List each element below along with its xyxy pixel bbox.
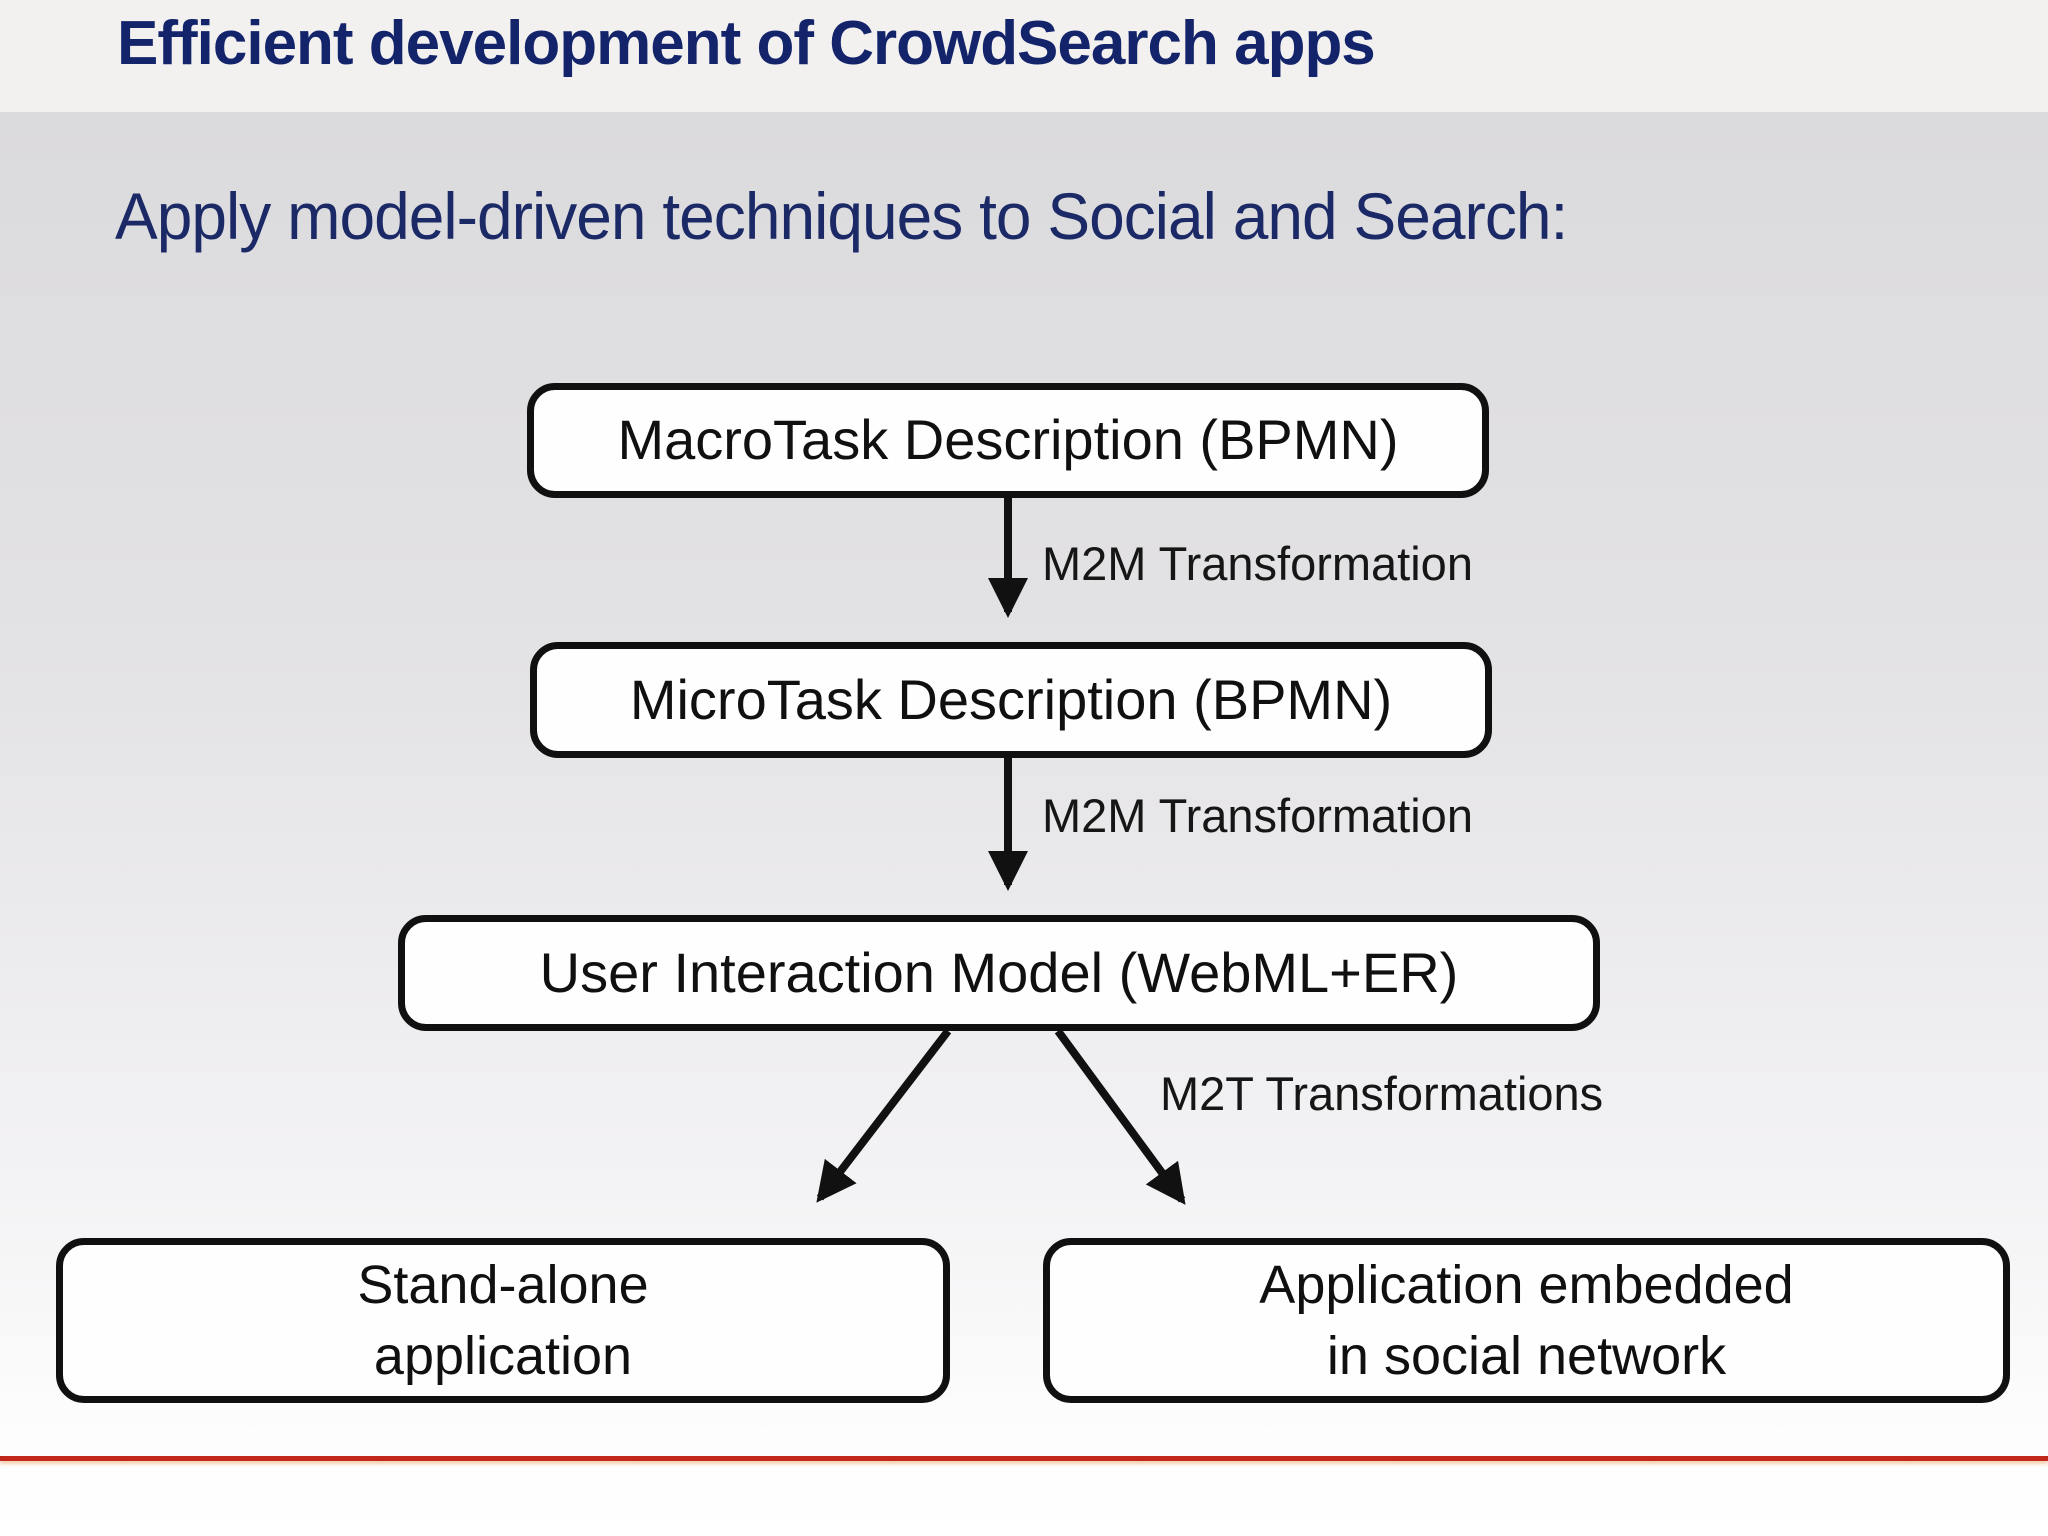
node-standalone-line1: Stand-alone [357, 1255, 649, 1316]
edge-label-m2m-transformation-1: M2M Transformation [1042, 537, 1473, 590]
node-microtask-label: MicroTask Description (BPMN) [629, 667, 1393, 731]
node-uim-label: User Interaction Model (WebML+ER) [539, 940, 1459, 1004]
node-microtask-description: MicroTask Description (BPMN) [530, 642, 1492, 758]
edge-label-m2t-transformations: M2T Transformations [1160, 1067, 1604, 1120]
node-user-interaction-model: User Interaction Model (WebML+ER) [398, 915, 1600, 1031]
node-standalone-line2: application [373, 1325, 633, 1386]
node-embedded-line1: Application embedded [1259, 1255, 1794, 1316]
footer-red-rule [0, 1456, 2048, 1461]
slide-header-band: Efficient development of CrowdSearch app… [0, 0, 2048, 112]
edge-label-m2m-transformation-2: M2M Transformation [1042, 789, 1473, 842]
node-application-embedded: Application embedded in social network [1043, 1238, 2010, 1403]
slide-title: Efficient development of CrowdSearch app… [117, 9, 1376, 78]
node-macrotask-label: MacroTask Description (BPMN) [617, 408, 1399, 472]
node-standalone-application: Stand-alone application [56, 1238, 950, 1403]
slide-subtitle: Apply model-driven techniques to Social … [115, 179, 1568, 253]
node-macrotask-description: MacroTask Description (BPMN) [527, 383, 1489, 498]
node-embedded-line2: in social network [1326, 1325, 1727, 1386]
